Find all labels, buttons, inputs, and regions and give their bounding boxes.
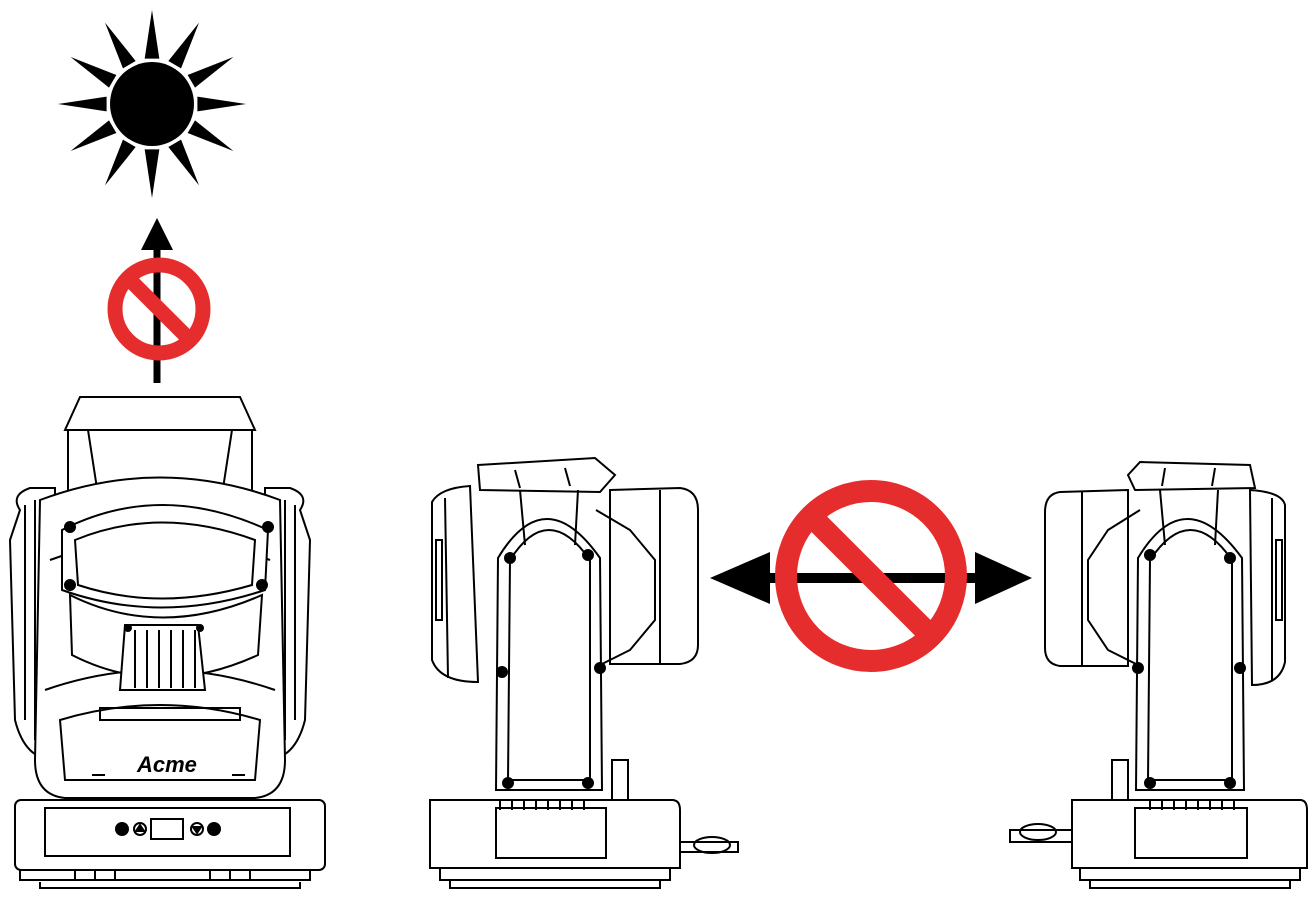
prohibited-icon [775, 480, 967, 672]
sun-ray [70, 120, 117, 151]
sun-ray [70, 57, 117, 88]
sun-ray [168, 22, 199, 69]
sun-rays [58, 10, 246, 198]
sun-ray [58, 96, 107, 112]
sun-ray [187, 57, 234, 88]
sun-ray [144, 149, 160, 198]
fixture-side-view-right [1009, 460, 1308, 889]
sun-ray [168, 139, 199, 186]
sun-icon [58, 10, 246, 198]
sun-ray [187, 120, 234, 151]
fixture-side-view-left [429, 456, 739, 889]
brand-logo: Acme [136, 752, 197, 777]
sun-ray [144, 10, 160, 59]
prohibited-icon [107, 257, 211, 361]
fixture-front-view [8, 396, 326, 889]
sun-ray [105, 139, 136, 186]
sun-ray [105, 22, 136, 69]
sun-ray [197, 96, 246, 112]
